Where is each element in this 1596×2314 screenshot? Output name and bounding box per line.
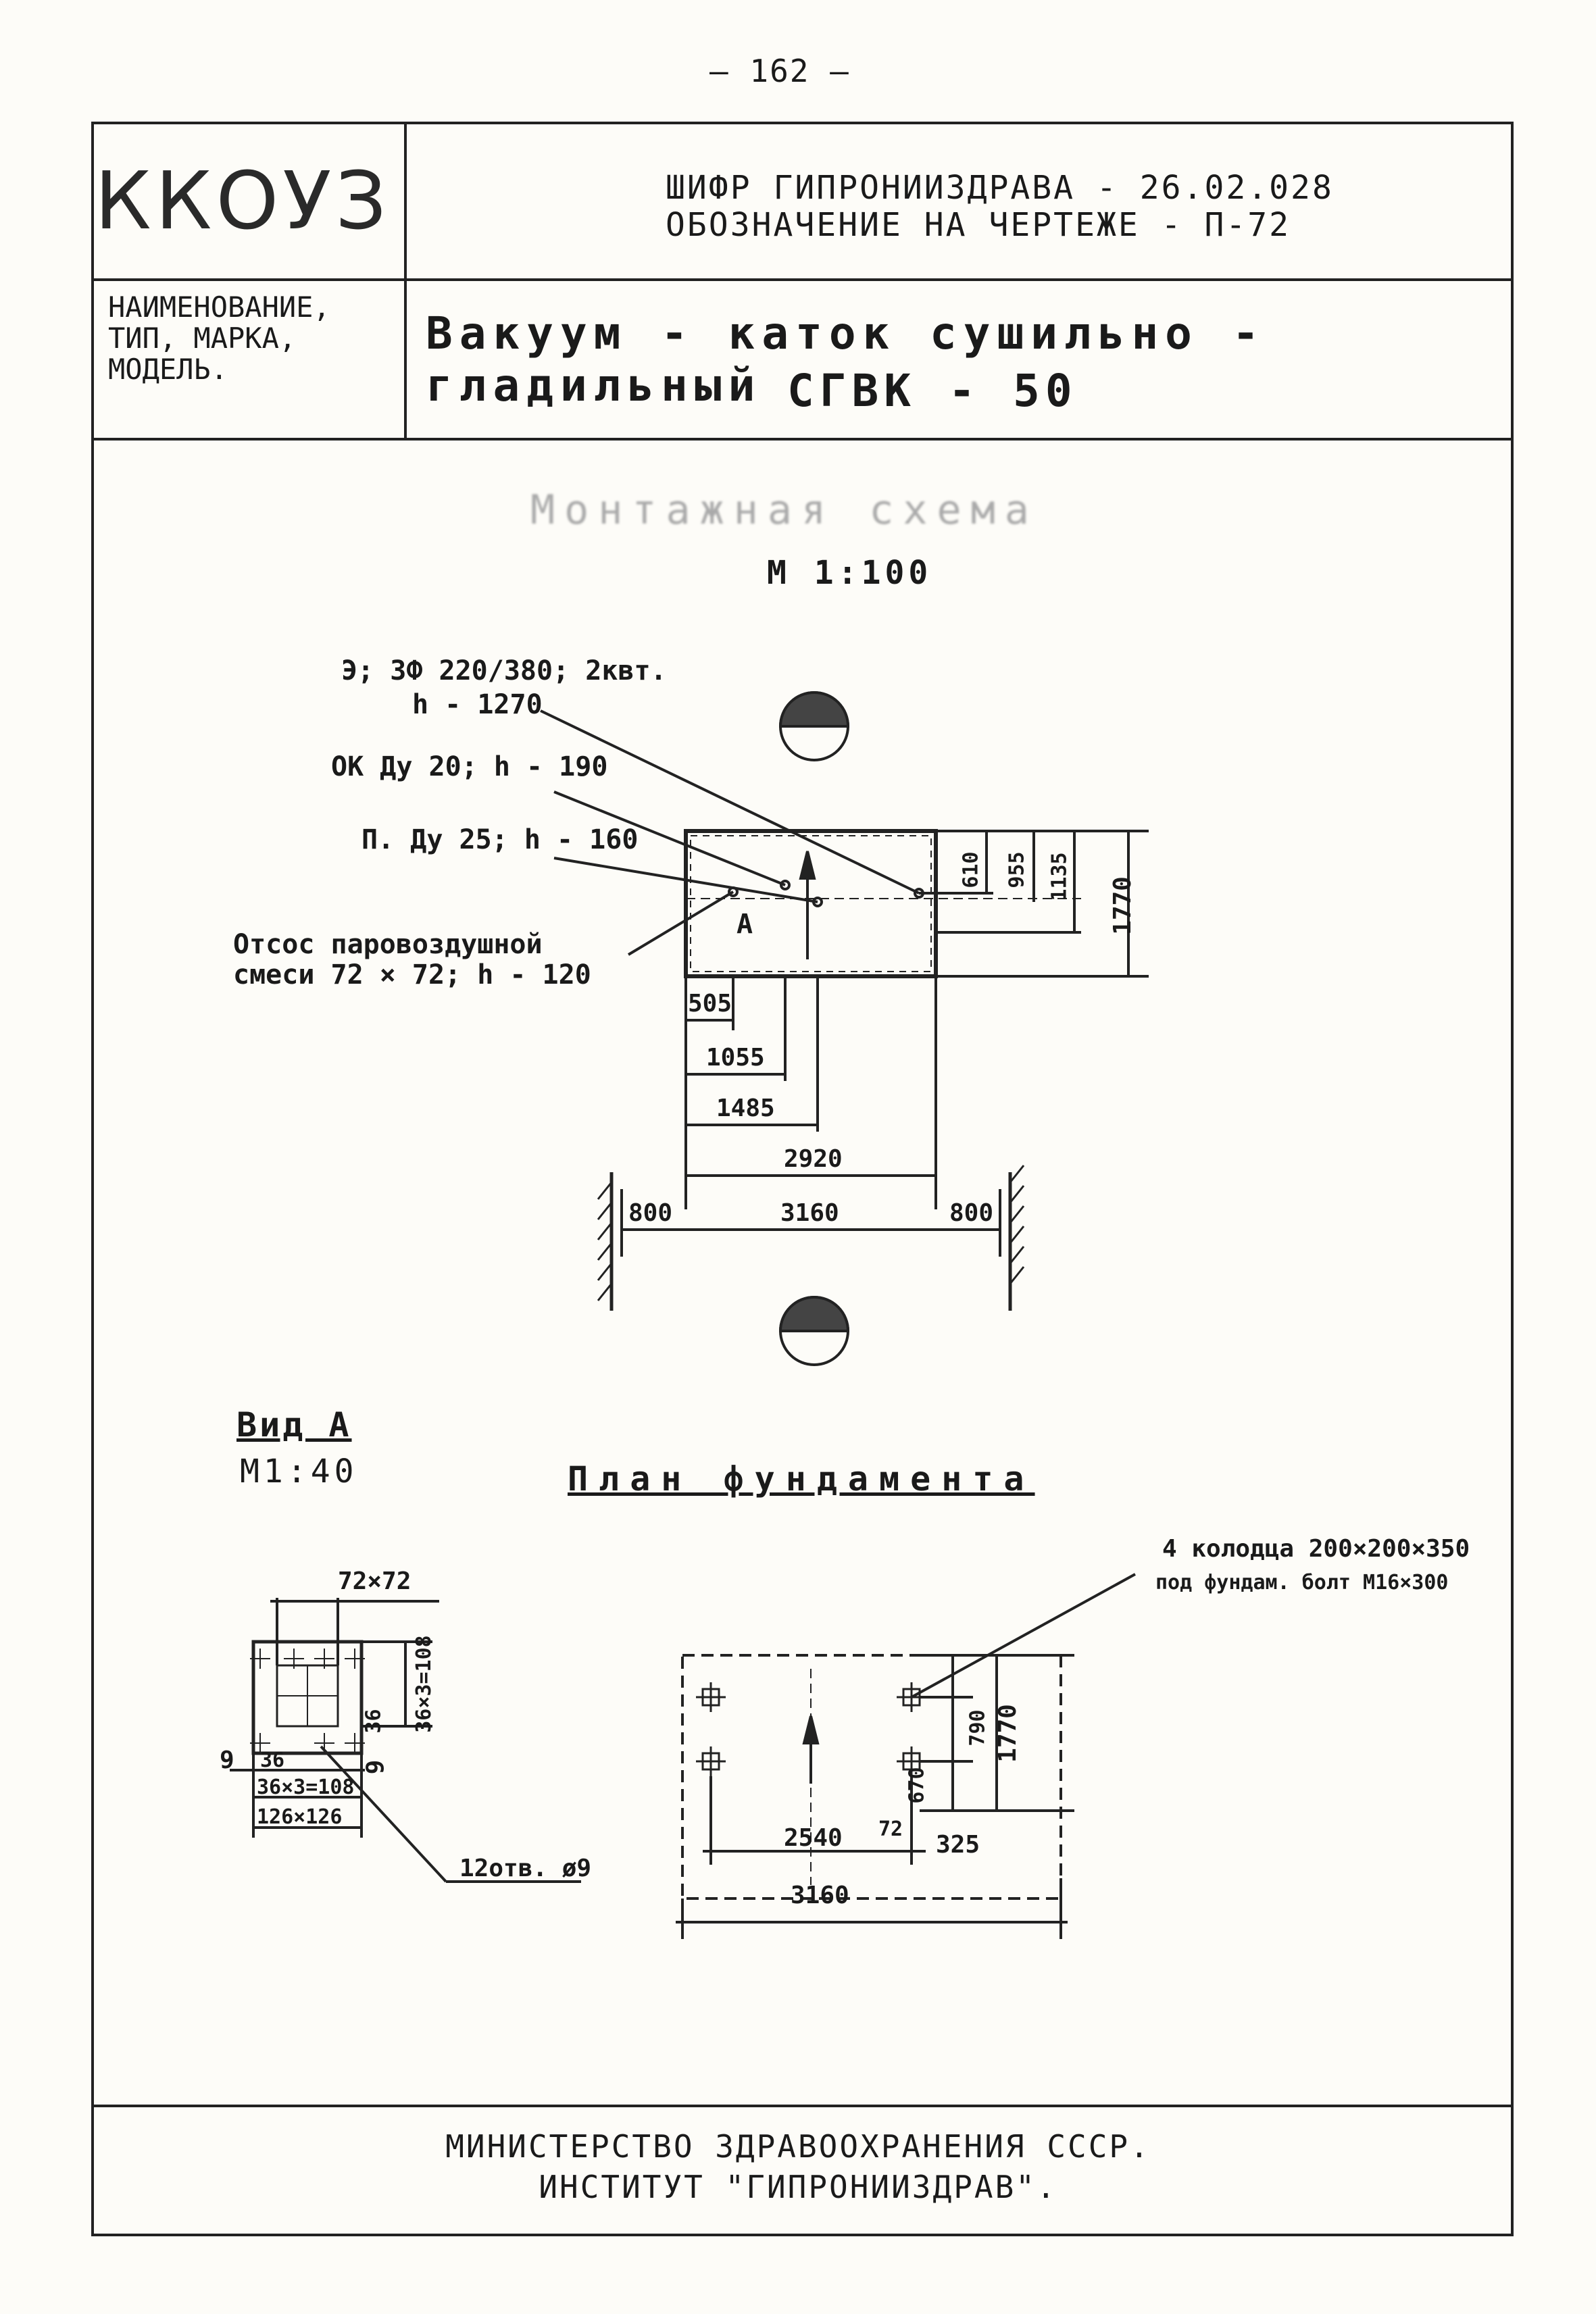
view-a-title: Вид А <box>236 1405 352 1444</box>
dim-800-left: 800 <box>628 1199 673 1227</box>
dim-3160-foundation: 3160 <box>791 1882 849 1909</box>
dim-1770: 1770 <box>1108 876 1137 935</box>
name-label-2: ТИП, МАРКА, <box>108 322 297 355</box>
dim-9-right: 9 <box>361 1759 390 1775</box>
machine-outline <box>684 829 938 978</box>
dim-610: 610 <box>959 851 983 888</box>
scale-main: М 1:100 <box>767 554 932 592</box>
dim-3160: 3160 <box>780 1199 839 1227</box>
dim-670: 670 <box>905 1767 929 1804</box>
dim-1485: 1485 <box>716 1095 775 1122</box>
note-electric-2: h - 1270 <box>412 689 543 720</box>
name-label-3: МОДЕЛЬ. <box>108 353 228 386</box>
dim-1770-foundation: 1770 <box>993 1704 1022 1763</box>
page-number: — 162 — <box>709 53 850 89</box>
model-title: Вакуум - каток сушильно - гладильный <box>426 307 1266 411</box>
dim-325: 325 <box>936 1831 980 1859</box>
dim-9-left: 9 <box>220 1746 234 1774</box>
holes-note: 12отв. ø9 <box>459 1855 592 1882</box>
footer-line-1: МИНИСТЕРСТВО ЗДРАВООХРАНЕНИЯ СССР. <box>445 2128 1151 2165</box>
view-marker: А <box>737 909 753 940</box>
dim-1055: 1055 <box>706 1044 765 1072</box>
view-a-scale: М1:40 <box>240 1453 358 1490</box>
dim-955: 955 <box>1005 851 1029 888</box>
foundation-note-1: 4 колодца 200×200×350 <box>1162 1535 1470 1563</box>
note-electric-1: Э; 3Ф 220/380; 2квт. <box>341 655 667 686</box>
footer-divider <box>91 2105 1514 2107</box>
header-divider-2 <box>91 438 1514 441</box>
model-code: СГВК - 50 <box>787 365 1078 417</box>
dim-36-horizontal: 36 <box>260 1749 285 1772</box>
dim-505: 505 <box>688 990 732 1017</box>
foundation-note-2: под фундам. болт М16×300 <box>1155 1571 1449 1594</box>
dim-790: 790 <box>966 1709 990 1746</box>
foundation-title: План фундамента <box>568 1459 1035 1499</box>
note-exhaust-1: Отсос паровоздушной <box>233 929 543 960</box>
marker-circle-top-fill <box>778 691 850 728</box>
dim-126x126: 126×126 <box>257 1805 343 1829</box>
dim-1135: 1135 <box>1047 852 1072 901</box>
dim-36-vertical: 36 <box>361 1709 386 1734</box>
footer-line-2: ИНСТИТУТ "ГИПРОНИИЗДРАВ". <box>539 2169 1057 2205</box>
drawing-title-blurred: Монтажная схема <box>530 486 1039 534</box>
dim-2920: 2920 <box>784 1145 843 1173</box>
marker-circle-bottom-fill <box>778 1296 850 1332</box>
dim-800-right: 800 <box>949 1199 994 1227</box>
cipher-line: ШИФР ГИПРОНИИЗДРАВА - 26.02.028 <box>666 169 1334 207</box>
designation-line: ОБОЗНАЧЕНИЕ НА ЧЕРТЕЖЕ - П-72 <box>666 206 1291 244</box>
logo: ККОУЗ <box>95 154 391 247</box>
dim-2540: 2540 <box>784 1824 843 1852</box>
machine-inner-dashed <box>690 835 932 972</box>
dim-36x3-horizontal: 36×3=108 <box>257 1776 355 1799</box>
dim-72x72: 72×72 <box>338 1567 412 1595</box>
note-water: ОК Ду 20; h - 190 <box>331 751 608 782</box>
dim-72-foundation: 72 <box>878 1817 903 1841</box>
drawing-frame <box>91 122 1514 2236</box>
header-divider-1 <box>91 278 1514 281</box>
name-label-1: НАИМЕНОВАНИЕ, <box>108 291 330 324</box>
dim-36x3-vertical: 36×3=108 <box>412 1635 436 1733</box>
note-steam: П. Ду 25; h - 160 <box>361 824 639 855</box>
note-exhaust-2: смеси 72 × 72; h - 120 <box>233 959 591 990</box>
